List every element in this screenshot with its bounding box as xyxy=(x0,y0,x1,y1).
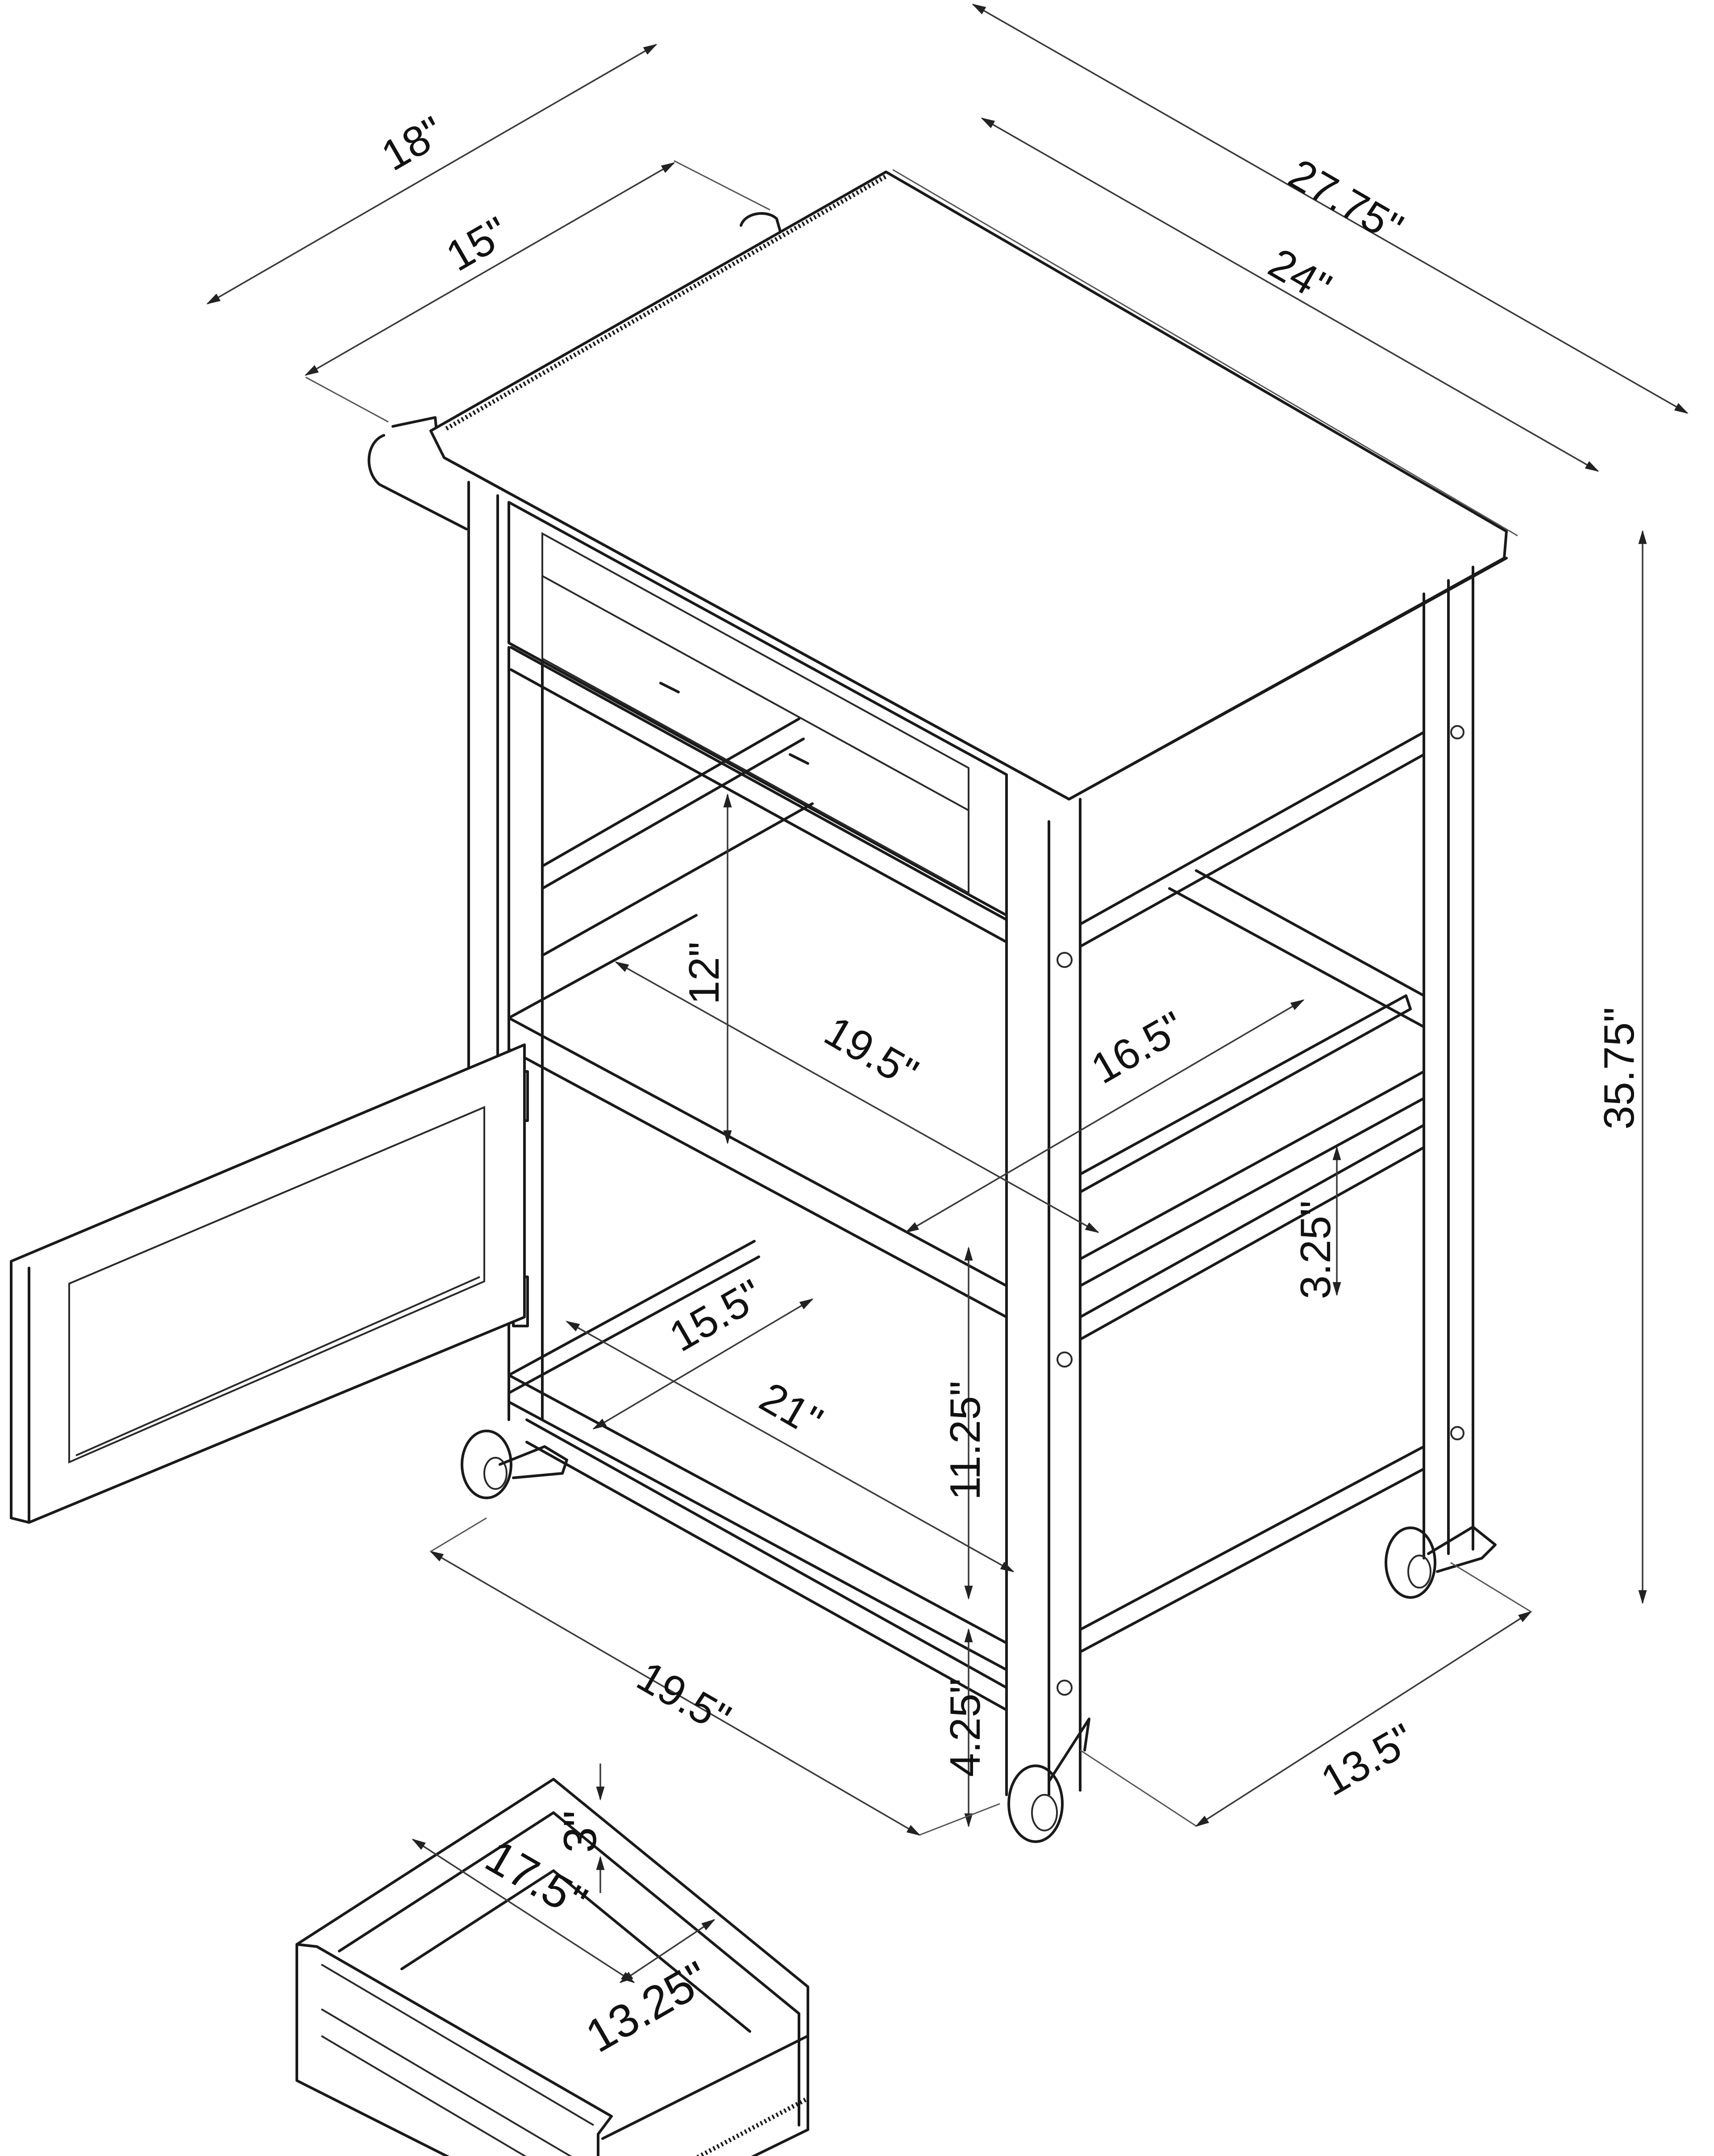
middle-shelf xyxy=(508,1017,1008,1318)
label-side-rail-height: 3.25" xyxy=(1292,1201,1340,1299)
cart-top xyxy=(429,171,1508,801)
front-right-post xyxy=(1005,798,1082,1796)
label-drawer-height: 3" xyxy=(554,1810,606,1853)
label-base-depth: 13.5" xyxy=(1313,1714,1423,1805)
label-top-depth: 15" xyxy=(438,208,516,280)
label-base-width: 19.5" xyxy=(629,1652,739,1743)
dimension-lines xyxy=(206,4,1689,1983)
bottom-shelf xyxy=(508,1374,1008,1671)
caster-front-right xyxy=(1007,1718,1090,1843)
cabinet-door-open xyxy=(10,1043,526,1524)
label-overall-width: 27.75" xyxy=(1281,150,1411,253)
drawer-detail xyxy=(295,1778,809,2156)
label-overall-height: 35.75" xyxy=(1595,1007,1643,1130)
label-top-width: 24" xyxy=(1261,239,1339,312)
label-bottom-shelf-width: 21" xyxy=(752,1373,830,1446)
label-ground-clearance: 4.25" xyxy=(941,1678,989,1777)
label-upper-clearance: 12" xyxy=(680,942,728,1005)
caster-front-left xyxy=(461,1430,568,1499)
label-bottom-clearance: 11.25" xyxy=(941,1381,989,1500)
caster-back-right xyxy=(1385,1526,1497,1599)
cart-body xyxy=(367,171,1508,1796)
label-middle-shelf-depth: 16.5" xyxy=(1083,1002,1193,1093)
